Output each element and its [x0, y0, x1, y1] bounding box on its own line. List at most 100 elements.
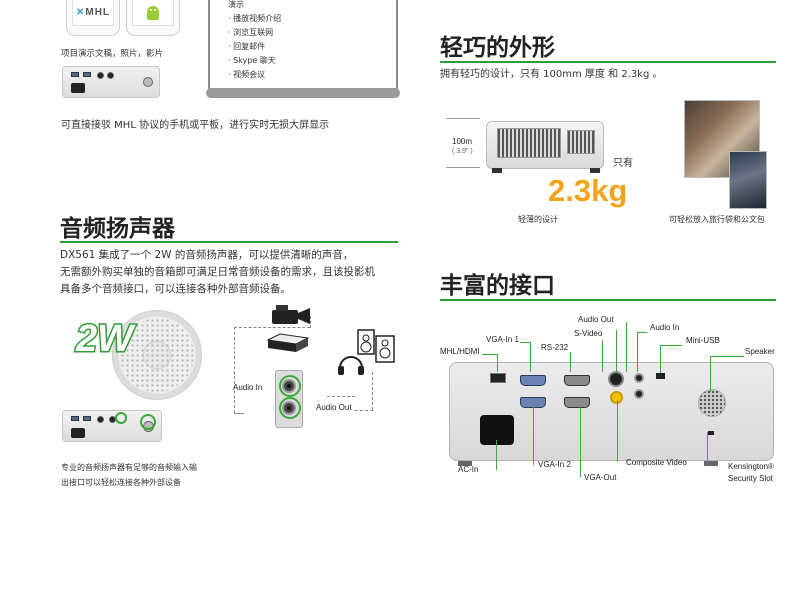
speaker-grille [112, 310, 202, 400]
screen-item: 演示 [228, 0, 244, 9]
label-kensington: Kensington® [728, 462, 774, 471]
label-mhl-hdmi: MHL/HDMI [440, 347, 480, 356]
dimension-value: 100m [452, 137, 473, 146]
compact-title-underline [440, 61, 776, 63]
connector-dashed [355, 410, 373, 411]
label-speaker: Speaker [745, 347, 775, 356]
label-composite-video: Composite Video [626, 458, 687, 467]
kensington-slot [708, 431, 714, 435]
label-mini-usb: Mini-USB [686, 336, 720, 345]
screen-item: · 播放视频介绍 [228, 14, 282, 23]
audio-paragraph: DX561 集成了一个 2W 的音频扬声器，可以提供清晰的声音， 无需额外购买单… [60, 247, 420, 298]
screen-item: · 视频会议 [228, 70, 266, 79]
speakers-icon [357, 329, 395, 363]
projector-back-small [62, 66, 160, 98]
dvd-player-icon [266, 333, 310, 352]
label-rs232: RS-232 [541, 343, 569, 352]
business-photo [729, 151, 767, 209]
label-s-video: S-Video [574, 329, 603, 338]
label-vga-in-2: VGA-In 2 [538, 460, 571, 469]
rs232-port [564, 375, 590, 386]
compact-caption-left: 轻薄的设计 [518, 215, 558, 224]
leader-line [710, 356, 711, 392]
dimension-inch: ( 3.9" ) [452, 148, 473, 155]
leader-line [660, 345, 682, 346]
weight-only-label: 只有 [613, 158, 633, 169]
ports-section-title: 丰富的接口 [440, 273, 555, 299]
leader-line [707, 432, 708, 466]
audio-section-title: 音频扬声器 [60, 216, 175, 242]
leader-line [617, 400, 618, 462]
mini-usb-port [656, 373, 665, 379]
label-security-slot: Security Slot [728, 474, 773, 483]
watt-badge: 2W [75, 317, 135, 362]
leader-line [710, 356, 744, 357]
label-vga-out: VGA-Out [584, 473, 617, 482]
phone-android [126, 0, 180, 36]
phone-caption: 项目演示文稿，照片，影片 [61, 49, 164, 59]
composite-video-port [610, 391, 623, 404]
mhl-description: 可直接接驳 MHL 协议的手机或平板，进行实时无损大屏显示 [61, 120, 330, 131]
audio-in-port [634, 389, 644, 399]
audio-line: 具备多个音频接口，可以连接各种外部音频设备。 [60, 283, 291, 295]
connector-dashed [234, 413, 244, 414]
highlight-ring [140, 414, 156, 430]
projector-back-panel [449, 362, 774, 461]
projector-foot [590, 168, 600, 173]
hdmi-port [490, 373, 506, 383]
leader-line [533, 405, 534, 465]
audio-caption: 专业的音频扬声器有足够的音频输入输 出接口可以轻松连接各种外部设备 [61, 460, 197, 490]
screen-item: · 浏览互联网 [228, 28, 274, 37]
screen-roller [206, 88, 400, 98]
dimension-bracket [446, 118, 480, 168]
projection-screen: 演示 · 播放视频介绍 · 浏览互联网 · 回复邮件 · Skype 聊天 · … [208, 0, 398, 94]
connector-dashed [310, 316, 311, 328]
leader-line [570, 352, 571, 372]
ports-title-underline [440, 299, 776, 301]
projector-side [486, 121, 604, 169]
leader-line [530, 342, 531, 372]
connector-dashed [327, 396, 355, 397]
phone-mhl: ✕MHL [66, 0, 120, 36]
panel-foot [458, 461, 472, 466]
leader-line [580, 405, 581, 477]
vga-in-1-port [520, 375, 546, 386]
power-inlet [480, 415, 514, 445]
screen-item: · 回复邮件 [228, 42, 266, 51]
panel-foot [704, 461, 718, 466]
camcorder-icon [272, 305, 310, 324]
leader-line [602, 340, 603, 372]
mhl-logo: ✕MHL [75, 7, 111, 18]
connector-dashed [234, 327, 235, 413]
vga-out-port [564, 397, 590, 408]
leader-line [637, 332, 638, 372]
leader-line [626, 322, 627, 372]
audio-caption-line: 专业的音频扬声器有足够的音频输入输 [61, 463, 197, 472]
vent-grille [567, 130, 595, 154]
screen-item: · Skype 聊天 [228, 56, 276, 65]
audio-line: DX561 集成了一个 2W 的音频扬声器，可以提供清晰的声音， [60, 249, 354, 261]
headphones-icon [338, 356, 364, 375]
label-audio-out: Audio Out [578, 315, 614, 324]
audio-caption-line: 出接口可以轻松连接各种外部设备 [61, 478, 181, 487]
audio-out-port [634, 373, 644, 383]
compact-caption-right: 可轻松放入旅行袋和公文包 [669, 215, 765, 224]
audio-title-underline [60, 241, 398, 243]
compact-subtitle: 拥有轻巧的设计，只有 100mm 厚度 和 2.3kg 。 [440, 69, 663, 80]
projector-foot [492, 168, 502, 173]
leader-line [497, 354, 498, 372]
weight-value: 2.3kg [548, 173, 628, 208]
speaker-grille-back [698, 389, 726, 417]
leader-line [520, 342, 531, 343]
connector-dashed [234, 327, 310, 328]
connector-dashed [372, 372, 373, 410]
highlight-ring [279, 397, 301, 419]
leader-line [496, 440, 497, 470]
s-video-port [608, 371, 624, 387]
android-icon [147, 5, 159, 20]
audio-out-label: Audio Out [316, 403, 352, 412]
leader-line [660, 345, 661, 373]
leader-line [482, 354, 498, 355]
vent-grille [497, 128, 561, 158]
label-ac-in: AC-In [458, 465, 479, 474]
